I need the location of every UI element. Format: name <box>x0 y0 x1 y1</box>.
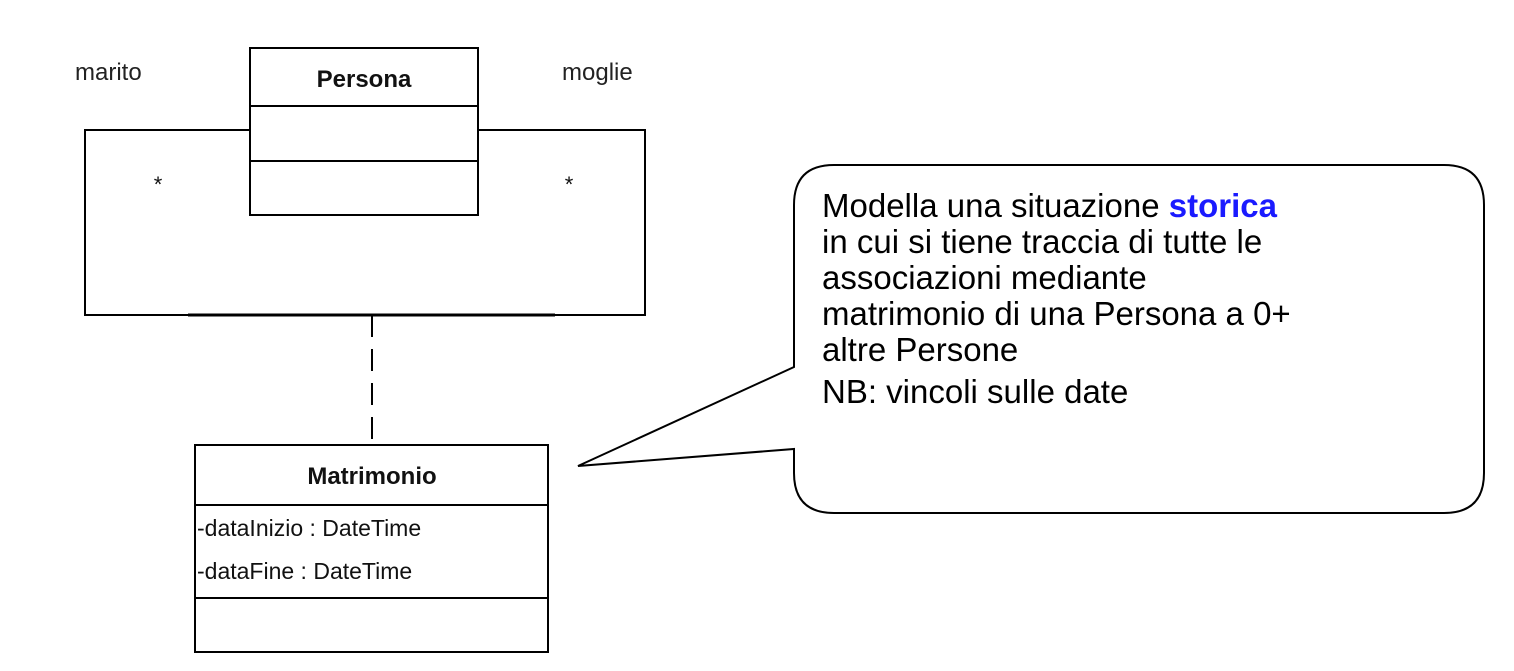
role-label-moglie: moglie <box>562 59 633 86</box>
note-line-5: altre Persone <box>822 331 1019 368</box>
persona-class-name: Persona <box>317 66 412 93</box>
note-line-2: in cui si tiene traccia di tutte le <box>822 223 1263 260</box>
matrimonio-class-name: Matrimonio <box>307 463 436 490</box>
note-nb: NB: vincoli sulle date <box>822 373 1129 410</box>
class-persona: Persona <box>249 47 479 216</box>
note-line-1: Modella una situazione storica <box>822 188 1462 224</box>
multiplicity-right: * <box>565 172 574 197</box>
note-line-3: associazioni mediante <box>822 259 1147 296</box>
role-label-marito: marito <box>75 59 142 86</box>
callout-text: Modella una situazione storica in cui si… <box>822 188 1462 410</box>
attribute-data-inizio: -dataInizio : DateTime <box>197 515 421 541</box>
callout-bubble <box>577 164 1485 514</box>
class-matrimonio: Matrimonio -dataInizio : DateTime -dataF… <box>194 444 549 653</box>
note-highlight: storica <box>1168 187 1277 224</box>
attribute-data-fine: -dataFine : DateTime <box>197 558 412 584</box>
note-line-1-prefix: Modella una situazione <box>822 187 1169 224</box>
multiplicity-left: * <box>154 172 163 197</box>
note-line-4: matrimonio di una Persona a 0+ <box>822 295 1291 332</box>
